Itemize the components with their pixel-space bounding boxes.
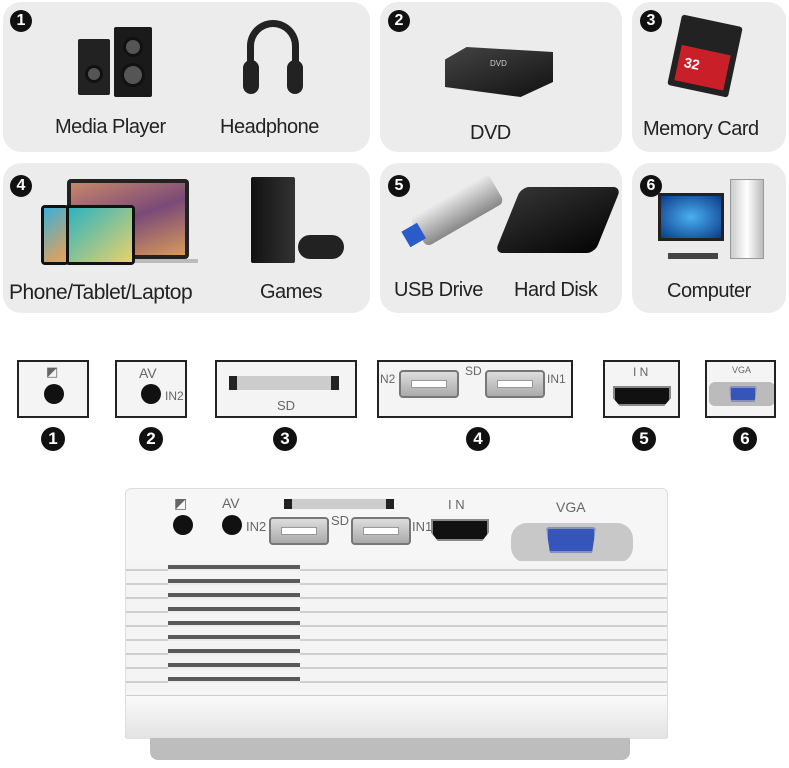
projector-base	[126, 695, 667, 739]
headphone-icon	[243, 20, 303, 95]
av-jack	[141, 384, 161, 404]
number-badge: 4	[10, 175, 32, 197]
vga-port	[729, 386, 757, 402]
label-usb-drive: USB Drive	[394, 279, 483, 301]
label-computer: Computer	[667, 280, 751, 302]
monitor-icon	[658, 193, 724, 241]
usb-port-1	[351, 517, 411, 545]
number-badge: 2	[388, 10, 410, 32]
port-in1-label: IN1	[547, 372, 566, 386]
usb-drive-icon	[401, 172, 505, 248]
label-phone-tablet-laptop: Phone/Tablet/Laptop	[9, 281, 193, 304]
headphone-symbol-icon: ◩	[46, 364, 59, 379]
hdmi-port	[613, 386, 671, 406]
vga-port	[546, 527, 596, 553]
headphone-jack	[44, 384, 64, 404]
panel-usb-harddisk: 5 USB Drive Hard Disk	[380, 163, 622, 313]
port-usb: N2 SD IN1	[377, 360, 573, 418]
dvd-logo: DVD	[490, 59, 507, 68]
sd-card-icon: 32	[667, 14, 743, 98]
port-hdmi-label: I N	[633, 365, 649, 379]
port-vga: VGA	[705, 360, 776, 418]
port-headphone: ◩	[17, 360, 89, 418]
port-number: 6	[733, 427, 757, 451]
panel-media-headphone: 1 Media Player Headphone	[3, 2, 370, 152]
vent-grille	[126, 561, 667, 691]
sd-card-capacity: 32	[682, 54, 702, 73]
usb-port-1	[485, 370, 545, 398]
av-label: AV	[222, 495, 240, 511]
port-number: 2	[139, 427, 163, 451]
phone-icon	[41, 205, 69, 265]
panel-phone-games: 4 Phone/Tablet/Laptop Games	[3, 163, 370, 313]
port-in2-label: IN2	[165, 389, 184, 403]
headphone-symbol-icon: ◩	[174, 495, 188, 511]
gamepad-icon	[298, 235, 344, 259]
game-console-icon	[251, 177, 295, 263]
port-sd: SD	[215, 360, 357, 418]
number-badge: 5	[388, 175, 410, 197]
projector-feet	[150, 738, 630, 760]
label-media-player: Media Player	[55, 116, 166, 138]
tablet-icon	[65, 205, 135, 265]
port-av: AV IN2	[115, 360, 187, 418]
port-number: 3	[273, 427, 297, 451]
av-jack	[222, 515, 242, 535]
port-usb-sd-label: SD	[465, 364, 482, 378]
port-hdmi: I N	[603, 360, 680, 418]
dvd-player-icon: DVD	[445, 47, 553, 97]
number-badge: 6	[640, 175, 662, 197]
projector: ◩ AV IN2 SD IN1 I N VGA	[125, 488, 668, 739]
headphone-jack	[173, 515, 193, 535]
panel-memory-card: 3 32 Memory Card	[632, 2, 786, 152]
port-av-label: AV	[139, 365, 157, 381]
label-hard-disk: Hard Disk	[514, 279, 598, 301]
port-vga-label: VGA	[732, 365, 752, 375]
usb-port-2	[399, 370, 459, 398]
port-n2-label: N2	[380, 372, 396, 386]
sd-label: SD	[331, 513, 350, 528]
pc-tower-icon	[730, 179, 764, 259]
label-games: Games	[260, 281, 322, 303]
hdmi-port	[431, 519, 489, 541]
keyboard-icon	[668, 253, 718, 259]
in1-label: IN1	[412, 519, 433, 534]
hard-disk-icon	[494, 187, 622, 253]
label-headphone: Headphone	[220, 116, 319, 138]
label-dvd: DVD	[470, 122, 511, 144]
sd-slot	[229, 376, 339, 390]
vga-label: VGA	[556, 499, 586, 515]
in2-label: IN2	[246, 519, 267, 534]
hdmi-label: I N	[448, 497, 465, 512]
port-number: 1	[41, 427, 65, 451]
port-sd-label: SD	[277, 398, 296, 413]
panel-dvd: 2 DVD DVD	[380, 2, 622, 152]
number-badge: 3	[640, 10, 662, 32]
port-number: 5	[632, 427, 656, 451]
number-badge: 1	[10, 10, 32, 32]
panel-computer: 6 Computer	[632, 163, 786, 313]
sd-slot	[284, 499, 394, 509]
usb-port-2	[269, 517, 329, 545]
speaker-icon	[78, 27, 153, 97]
port-number: 4	[466, 427, 490, 451]
label-memory-card: Memory Card	[643, 118, 759, 140]
